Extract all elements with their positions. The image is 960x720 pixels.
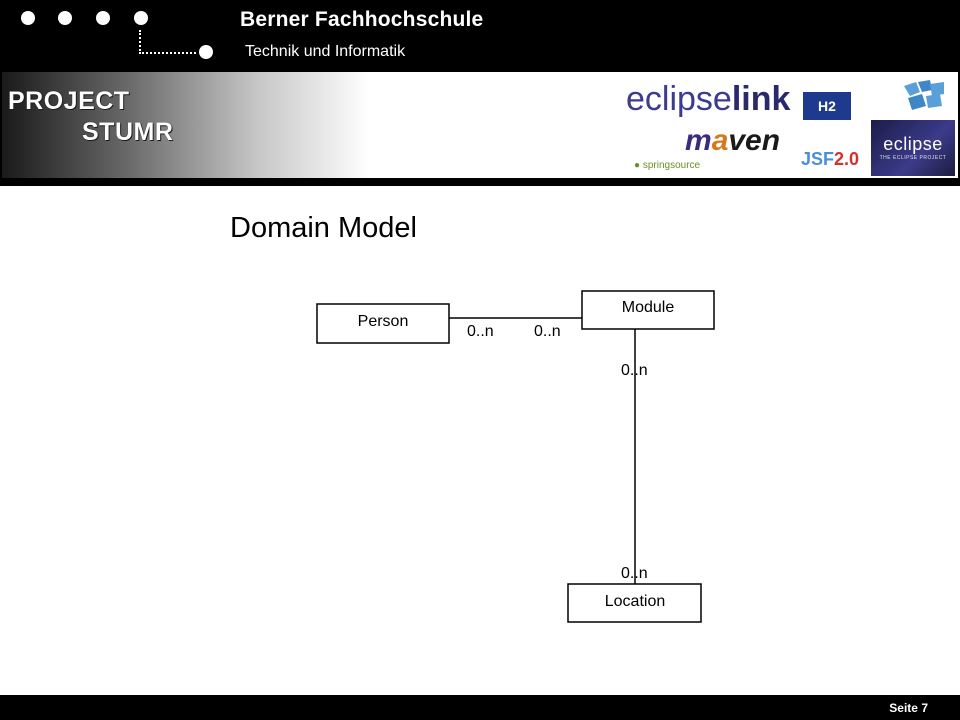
project-banner: PROJECT STUMR eclipselink H2 maven ● spr… — [0, 72, 960, 186]
logo-strip — [368, 72, 958, 178]
class-person-box — [316, 303, 450, 344]
banner-gradient — [2, 72, 370, 178]
class-location: Location — [567, 583, 702, 623]
class-location-box — [567, 583, 702, 623]
project-name: STUMR — [82, 118, 174, 146]
class-person: Person — [316, 303, 450, 344]
project-label: PROJECT — [8, 87, 130, 115]
slide-title: Domain Model — [230, 212, 417, 244]
page-number: Seite 7 — [889, 701, 928, 715]
header-bar: Berner Fachhochschule Technik und Inform… — [0, 0, 960, 74]
class-location-label: Location — [605, 593, 666, 610]
header-dot-3 — [96, 11, 110, 25]
header-dot-5 — [199, 45, 213, 59]
maven-logo: maven — [685, 124, 781, 157]
eclipse-logo: eclipse THE ECLIPSE PROJECT — [871, 120, 955, 176]
header-dotted-connector — [139, 30, 196, 54]
footer-bar: Seite 7 — [0, 695, 960, 720]
institution-name: Berner Fachhochschule — [240, 8, 484, 31]
jsf-logo: JSF2.0 — [801, 149, 860, 169]
class-person-label: Person — [358, 313, 409, 330]
h2-logo: H2 — [803, 92, 851, 120]
springsource-logo: ● springsource — [634, 160, 701, 171]
class-module-label: Module — [622, 299, 675, 316]
multiplicity-location-end: 0..n — [621, 565, 648, 582]
class-module: Module — [581, 290, 715, 330]
header-dot-4 — [134, 11, 148, 25]
multiplicity-module-end-location-assoc: 0..n — [621, 362, 648, 379]
header-dot-1 — [21, 11, 35, 25]
header-dot-2 — [58, 11, 72, 25]
hibernate-logo-icon — [900, 78, 948, 114]
multiplicity-person-end: 0..n — [467, 323, 494, 340]
class-module-box — [581, 290, 715, 330]
department-name: Technik und Informatik — [245, 43, 406, 60]
multiplicity-module-end-person-assoc: 0..n — [534, 323, 561, 340]
eclipselink-logo: eclipselink — [626, 80, 791, 118]
